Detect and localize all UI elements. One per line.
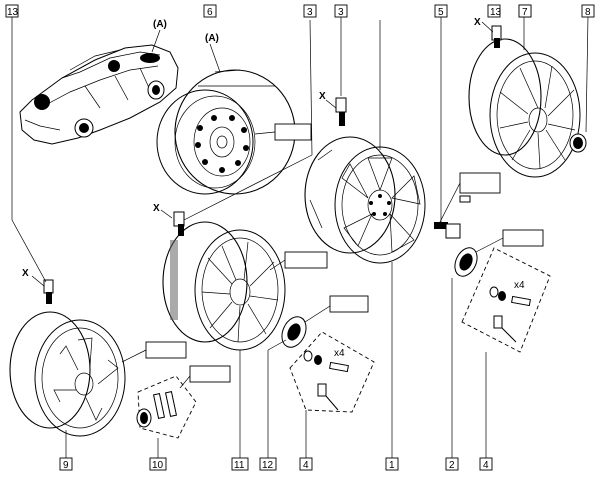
label-x-valve-9: X [22,268,29,279]
valve-5 [434,16,501,239]
alloy-wheel-1 [304,136,426,264]
callout-6: 6 [207,7,213,18]
callout-5: 5 [438,7,444,18]
label-x-valve-3: X [319,91,326,102]
hub-cap-12 [267,295,369,458]
callout-13-right: 13 [490,7,502,18]
car-front-wheel [34,94,50,110]
reference-box [459,172,501,194]
callout-9: 9 [63,460,69,471]
hub-cap-2 [451,229,544,458]
valve-3-wheel-11: X [153,19,313,236]
reference-box [284,251,328,269]
reference-box [189,365,231,383]
steel-wheel-6: (A) [156,33,312,195]
reference-box [329,295,369,313]
callout-3-second: 3 [338,7,344,18]
label-a-wheel: (A) [205,33,219,44]
callout-7-placed: 7 [518,4,532,18]
callouts-bottom: 9 10 11 12 4 1 2 4 [59,457,493,471]
caps-group-10 [136,365,231,458]
alloy-wheel-11 [162,221,328,458]
callout-4-right: 4 [483,460,489,471]
reference-box [274,123,312,141]
callout-12: 12 [262,460,274,471]
spare-wheel-well [140,53,160,63]
label-qty-right: x4 [514,280,525,291]
callouts-top: 13 6 3 3 5 13 7 8 [5,4,595,18]
callout-7-text: 7 [522,7,528,18]
callout-2: 2 [449,460,455,471]
label-qty-left: x4 [334,348,345,359]
callout-11: 11 [234,460,245,471]
callout-3-top: 3 [307,7,313,18]
label-a-car: (A) [153,19,167,30]
reference-box [502,229,544,247]
alloy-wheel-7: X [468,16,581,178]
bolt-kit-4-left: x4 [289,331,375,458]
callout-1: 1 [389,460,395,471]
bolt-kit-4-right: x4 [461,247,551,458]
callout-13-left: 13 [7,7,19,18]
callout-10: 10 [152,460,164,471]
callout-4-left: 4 [303,460,309,471]
callout-8: 8 [585,7,591,18]
car-illustration: (A) [19,19,179,145]
label-x-valve-11: X [153,203,160,214]
label-x-valve-13: X [474,17,481,28]
center-cap-8 [569,15,589,153]
wheel-9: X [9,16,187,458]
reference-box [145,341,187,359]
valve-3: X [319,16,347,126]
